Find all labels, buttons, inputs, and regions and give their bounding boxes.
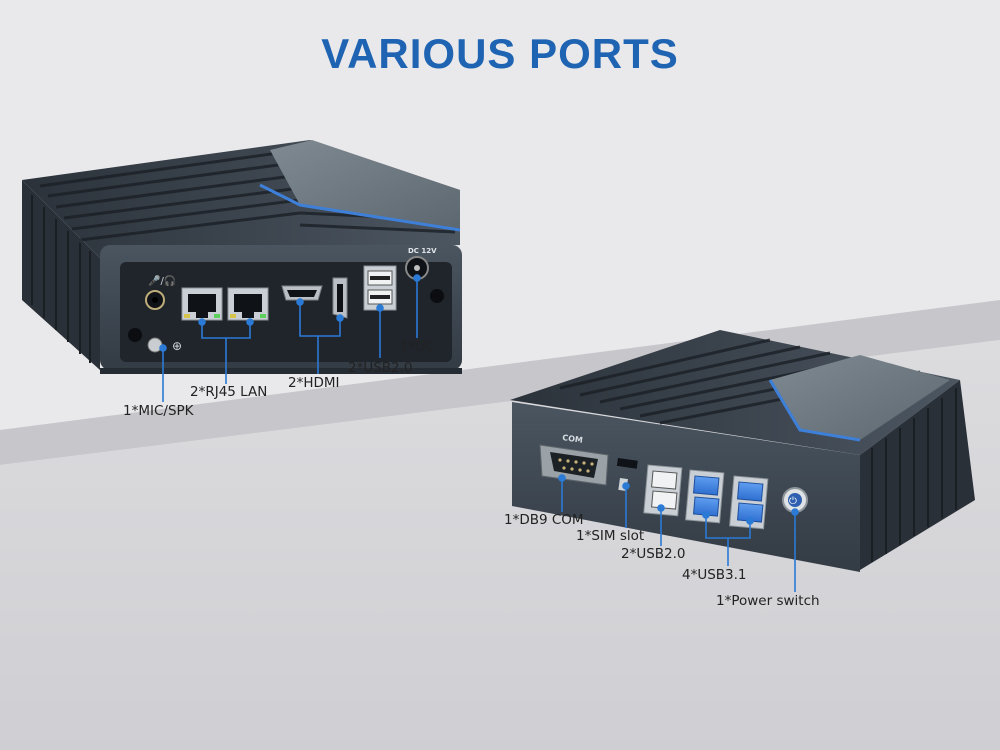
page-title: VARIOUS PORTS	[321, 30, 679, 77]
label-db9-com: 1*DB9 COM	[504, 512, 584, 528]
power-button: ⏻	[782, 487, 808, 513]
rear-panel	[512, 402, 860, 572]
label-sim-slot: 1*SIM slot	[576, 528, 645, 544]
rear-usb2-ports	[643, 464, 683, 517]
label-dc: 1*DC	[400, 339, 436, 355]
label-mic-spk: 1*MIC/SPK	[123, 403, 194, 419]
hdmi-port-2	[332, 277, 348, 319]
rj45-port-2	[227, 287, 269, 321]
label-hdmi: 2*HDMI	[288, 375, 340, 391]
svg-text:🎤/🎧: 🎤/🎧	[148, 274, 176, 287]
svg-text:DC 12V: DC 12V	[408, 247, 437, 255]
label-usb31: 4*USB3.1	[682, 567, 747, 583]
front-device: 🎤/🎧 ⊕	[22, 140, 462, 374]
front-usb2-ports	[363, 265, 397, 311]
usb31-ports-a	[685, 469, 725, 524]
rj45-port-1	[181, 287, 223, 321]
label-rj45-lan: 2*RJ45 LAN	[190, 384, 268, 400]
svg-text:COM: COM	[562, 433, 584, 445]
label-power-switch: 1*Power switch	[716, 593, 820, 609]
svg-text:⊕: ⊕	[172, 339, 182, 353]
label-usb2-front: 2*USB2.0	[348, 360, 413, 376]
db9-com-port: COM	[539, 433, 609, 486]
usb31-ports-b	[729, 475, 769, 530]
rear-device: COM ⏻	[510, 330, 975, 572]
label-usb2-rear: 2*USB2.0	[621, 546, 686, 562]
svg-text:⏻: ⏻	[789, 496, 797, 507]
hdmi-port-1	[281, 285, 323, 301]
